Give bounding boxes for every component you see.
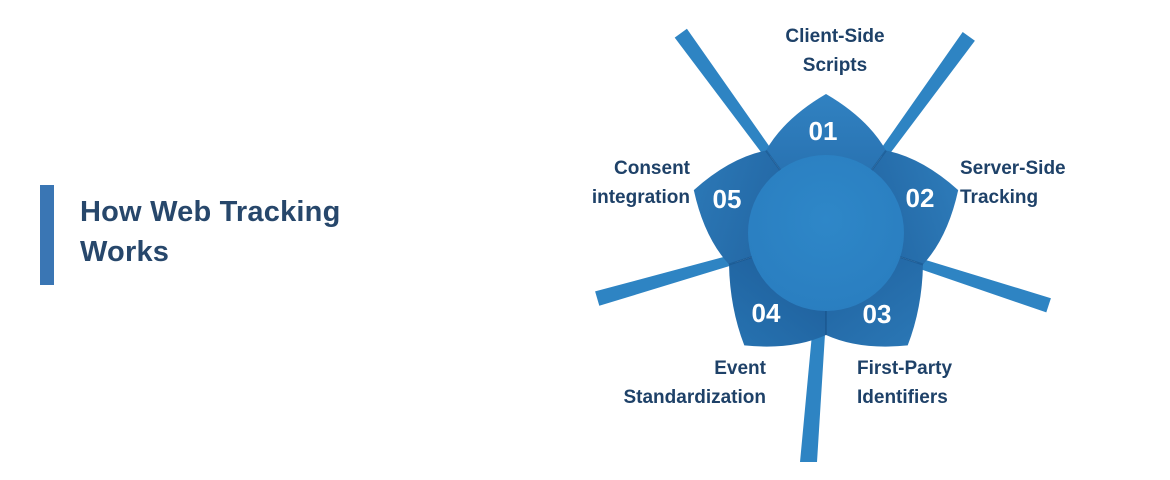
step-number-04: 04 (752, 298, 781, 328)
title-line-1: How Web Tracking (80, 196, 341, 228)
ray-right (914, 257, 1051, 313)
label-line: First-Party (857, 358, 953, 379)
label-line: Identifiers (857, 387, 948, 408)
title-accent-bar (40, 185, 54, 285)
ray-top-right (877, 32, 975, 159)
step-number-03: 03 (863, 299, 892, 329)
label-line: Client-Side (785, 26, 885, 47)
label-line: Consent (614, 158, 690, 179)
ray-top-left (674, 28, 775, 159)
title-line-2: Works (80, 236, 170, 268)
center-circle (748, 155, 904, 311)
ray-left (595, 254, 737, 306)
label-line: Scripts (802, 55, 868, 76)
ray-group (595, 28, 1051, 462)
label-line: integration (591, 187, 690, 208)
number-group: 01 02 03 04 05 (713, 116, 935, 329)
label-consent-integration: Consent integration (540, 154, 690, 212)
label-line: Event (714, 358, 766, 379)
step-number-02: 02 (906, 183, 935, 213)
label-line: Tracking (960, 187, 1039, 208)
step-number-05: 05 (713, 184, 742, 214)
ray-bottom (800, 334, 825, 462)
step-number-01: 01 (809, 116, 838, 146)
label-line: Server-Side (960, 158, 1066, 179)
label-line: Standardization (623, 387, 766, 408)
